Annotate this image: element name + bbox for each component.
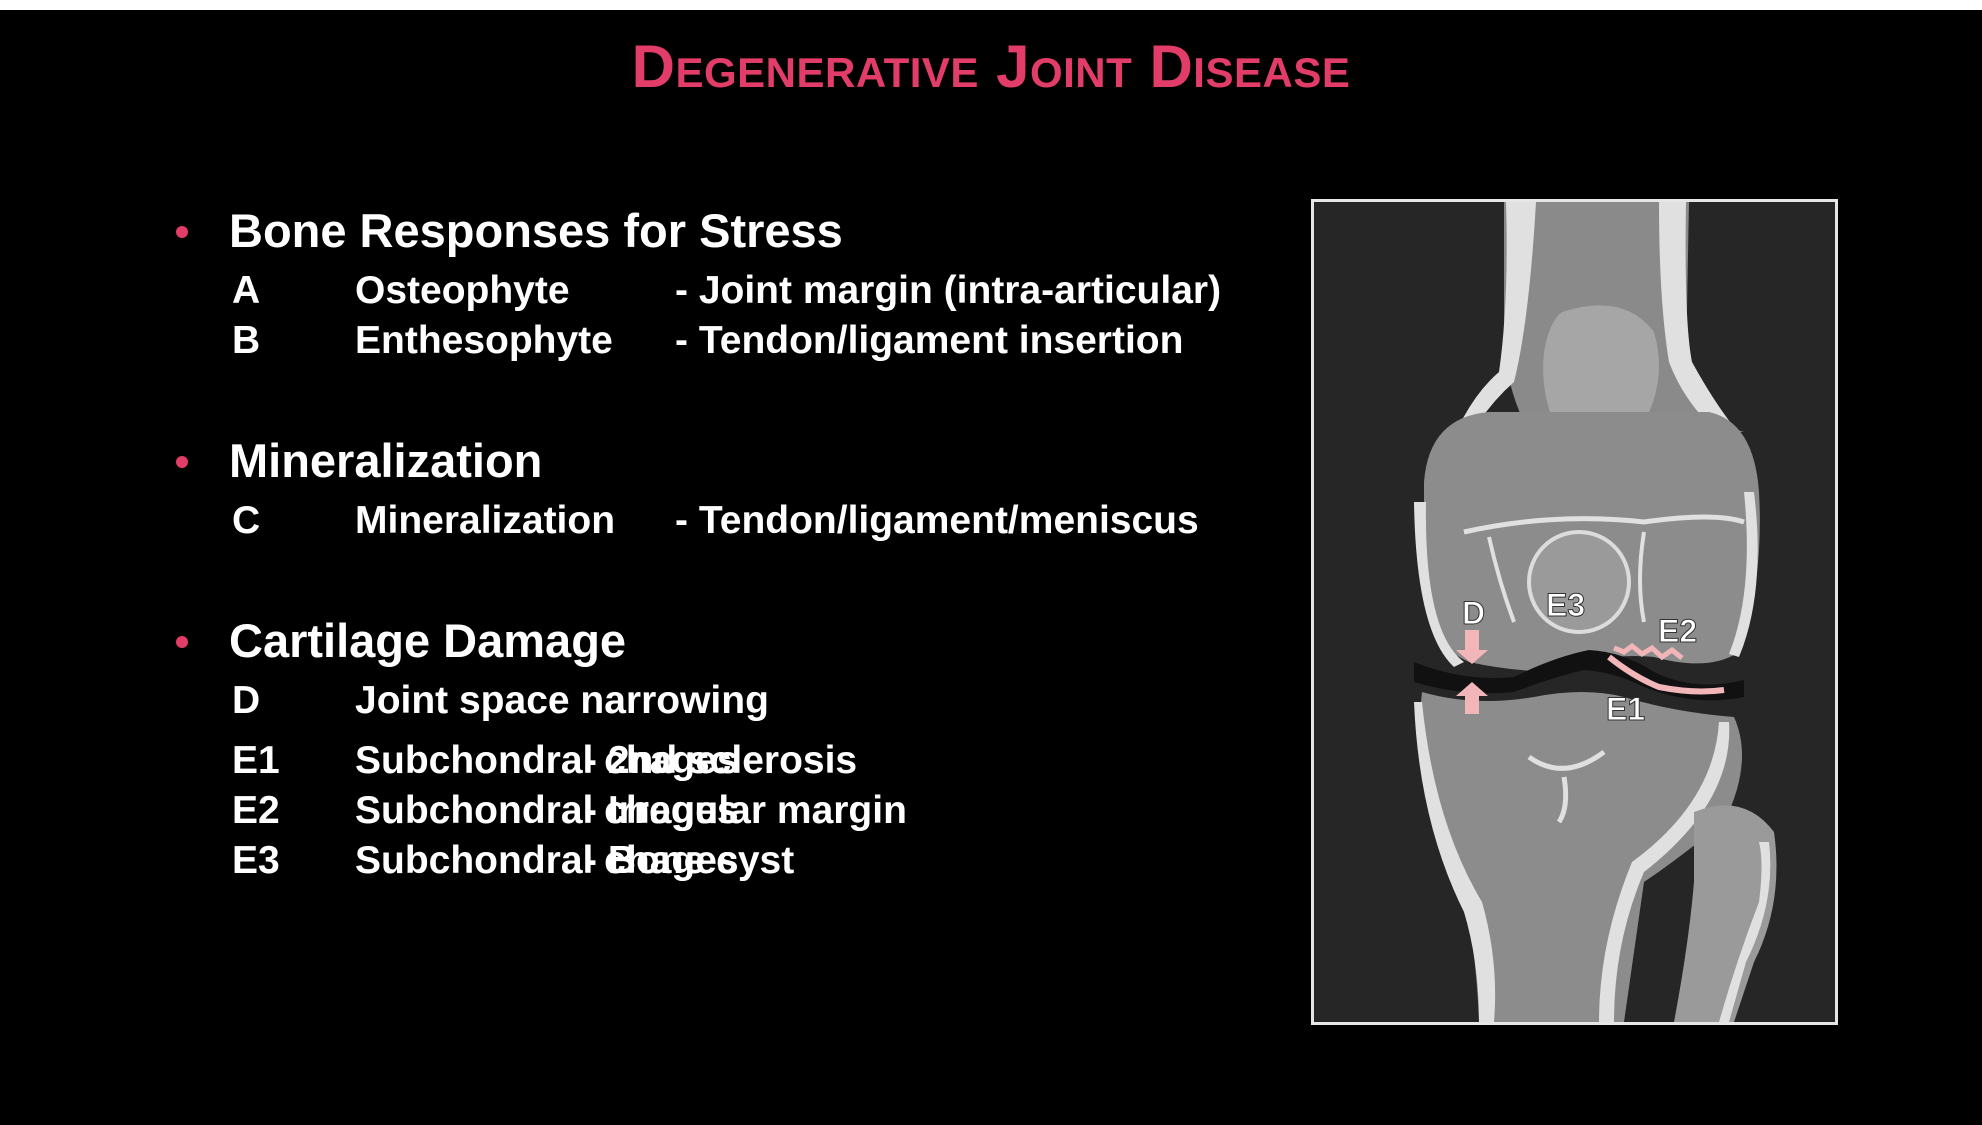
list-item-joint-space: D Joint space narrowing <box>172 676 1292 726</box>
bullet-icon <box>176 636 188 648</box>
item-term: Osteophyte <box>355 269 570 312</box>
knee-diagram: D E3 E2 E1 <box>1414 202 1777 1022</box>
item-description: - Irregular margin <box>584 789 907 832</box>
label-d: D <box>1462 595 1485 631</box>
section-heading: Cartilage Damage <box>172 610 1292 672</box>
label-e3: E3 <box>1546 587 1585 623</box>
slide-title: Degenerative Joint Disease <box>631 33 1351 100</box>
item-term: Enthesophyte <box>355 319 613 362</box>
bullet-icon <box>176 456 188 468</box>
item-description: - Bone cyst <box>584 839 795 882</box>
item-term: Subchondral chages <box>355 839 739 882</box>
item-code: B <box>232 319 261 362</box>
list-item-e3: E3 Subchondral chages - Bone cyst <box>172 836 1292 886</box>
notch-left <box>1487 536 1516 623</box>
section-heading: Mineralization <box>172 430 1292 492</box>
condyle-outline-right <box>1729 492 1758 657</box>
item-code: E1 <box>232 739 280 782</box>
section-bone-responses: Bone Responses for Stress A Osteophyte -… <box>172 200 1292 366</box>
condyle-outline <box>1414 502 1464 667</box>
slide: Degenerative Joint Disease Bone Response… <box>0 10 1982 1125</box>
item-description: - Joint margin (intra-articular) <box>675 269 1222 312</box>
section-heading-label: Cartilage Damage <box>229 614 627 667</box>
intercondylar-cyst-region <box>1527 530 1631 634</box>
list-item-enthesophyte: B Enthesophyte - Tendon/ligament inserti… <box>172 316 1292 366</box>
item-code: A <box>232 269 261 312</box>
list-item-e1: E1 Subchondral chages - 2nd sclerosis <box>172 736 1292 786</box>
list-item-e2: E2 Subchondral chages - Irregular margin <box>172 786 1292 836</box>
item-code: D <box>232 679 261 722</box>
item-description: - 2nd sclerosis <box>584 739 858 782</box>
item-code: E2 <box>232 789 280 832</box>
item-description: - Tendon/ligament/meniscus <box>675 499 1199 542</box>
item-code: C <box>232 499 261 542</box>
fibula <box>1674 805 1777 1022</box>
tibial-spine <box>1527 749 1606 824</box>
condyle-groove <box>1463 514 1745 535</box>
item-term: Subchondral chages <box>355 739 739 782</box>
list-item-osteophyte: A Osteophyte - Joint margin (intra-artic… <box>172 266 1292 316</box>
section-heading-label: Bone Responses for Stress <box>229 204 843 257</box>
arrow-up-icon <box>1456 682 1488 714</box>
fibula-cortex <box>1719 842 1771 1022</box>
top-border <box>0 0 1982 10</box>
item-term: Subchondral chages <box>355 789 739 832</box>
irregular-margin <box>1613 642 1684 661</box>
subchondral-sclerosis <box>1607 654 1725 695</box>
section-heading-label: Mineralization <box>229 434 543 487</box>
label-e1: E1 <box>1606 691 1645 727</box>
tibia-cortex-right <box>1599 722 1730 1022</box>
tibia-plateau <box>1420 692 1742 1022</box>
item-term: Mineralization <box>355 499 616 542</box>
item-description: - Tendon/ligament insertion <box>675 319 1184 362</box>
section-mineralization: Mineralization C Mineralization - Tendon… <box>172 430 1292 546</box>
bullet-icon <box>176 226 188 238</box>
section-heading: Bone Responses for Stress <box>172 200 1292 262</box>
arrow-down-icon <box>1456 630 1488 664</box>
list-item-mineralization: C Mineralization - Tendon/ligament/menis… <box>172 496 1292 546</box>
item-term: Joint space narrowing <box>355 679 769 722</box>
tibia-cortex-left <box>1414 702 1496 1022</box>
knee-illustration: D E3 E2 E1 <box>1311 199 1838 1025</box>
femur-cortex-right <box>1659 202 1734 434</box>
label-e2: E2 <box>1658 613 1697 649</box>
notch-right <box>1638 531 1646 623</box>
item-code: E3 <box>232 839 280 882</box>
femur-cortex-left <box>1442 202 1536 472</box>
section-cartilage-damage: Cartilage Damage D Joint space narrowing… <box>172 610 1292 886</box>
